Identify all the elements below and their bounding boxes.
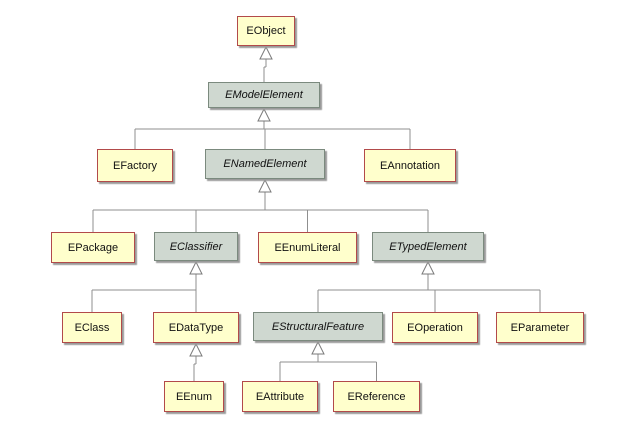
generalization-arrowhead-eobject	[259, 45, 273, 60]
class-eoperation: EOperation	[392, 312, 478, 343]
generalization-arrowhead-edatatype	[189, 342, 203, 357]
class-emodelelement: EModelElement	[208, 82, 320, 108]
class-efactory: EFactory	[97, 149, 173, 182]
class-eenum: EEnum	[164, 381, 224, 412]
generalization-arrowhead-etypedelement	[421, 260, 435, 275]
generalization-arrowhead-enamedelement	[258, 178, 272, 193]
class-eobject: EObject	[237, 16, 295, 46]
generalization-arrowhead-estructuralfeature	[311, 340, 325, 355]
class-epackage: EPackage	[51, 232, 135, 263]
generalization-arrowhead-emodelelement	[257, 107, 271, 122]
generalization-arrowhead-eclassifier	[189, 260, 203, 275]
class-edatatype: EDataType	[153, 312, 239, 343]
class-eparameter: EParameter	[496, 312, 584, 343]
class-estructuralfeature: EStructuralFeature	[253, 312, 383, 341]
class-etypedelement: ETypedElement	[372, 232, 484, 261]
class-ereference: EReference	[333, 381, 420, 412]
class-eannotation: EAnnotation	[364, 149, 456, 182]
class-eclass: EClass	[62, 312, 122, 343]
class-enamedelement: ENamedElement	[205, 149, 325, 179]
class-eenumliteral: EEnumLiteral	[258, 232, 357, 263]
class-eclassifier: EClassifier	[154, 232, 238, 261]
class-eattribute: EAttribute	[242, 381, 318, 412]
